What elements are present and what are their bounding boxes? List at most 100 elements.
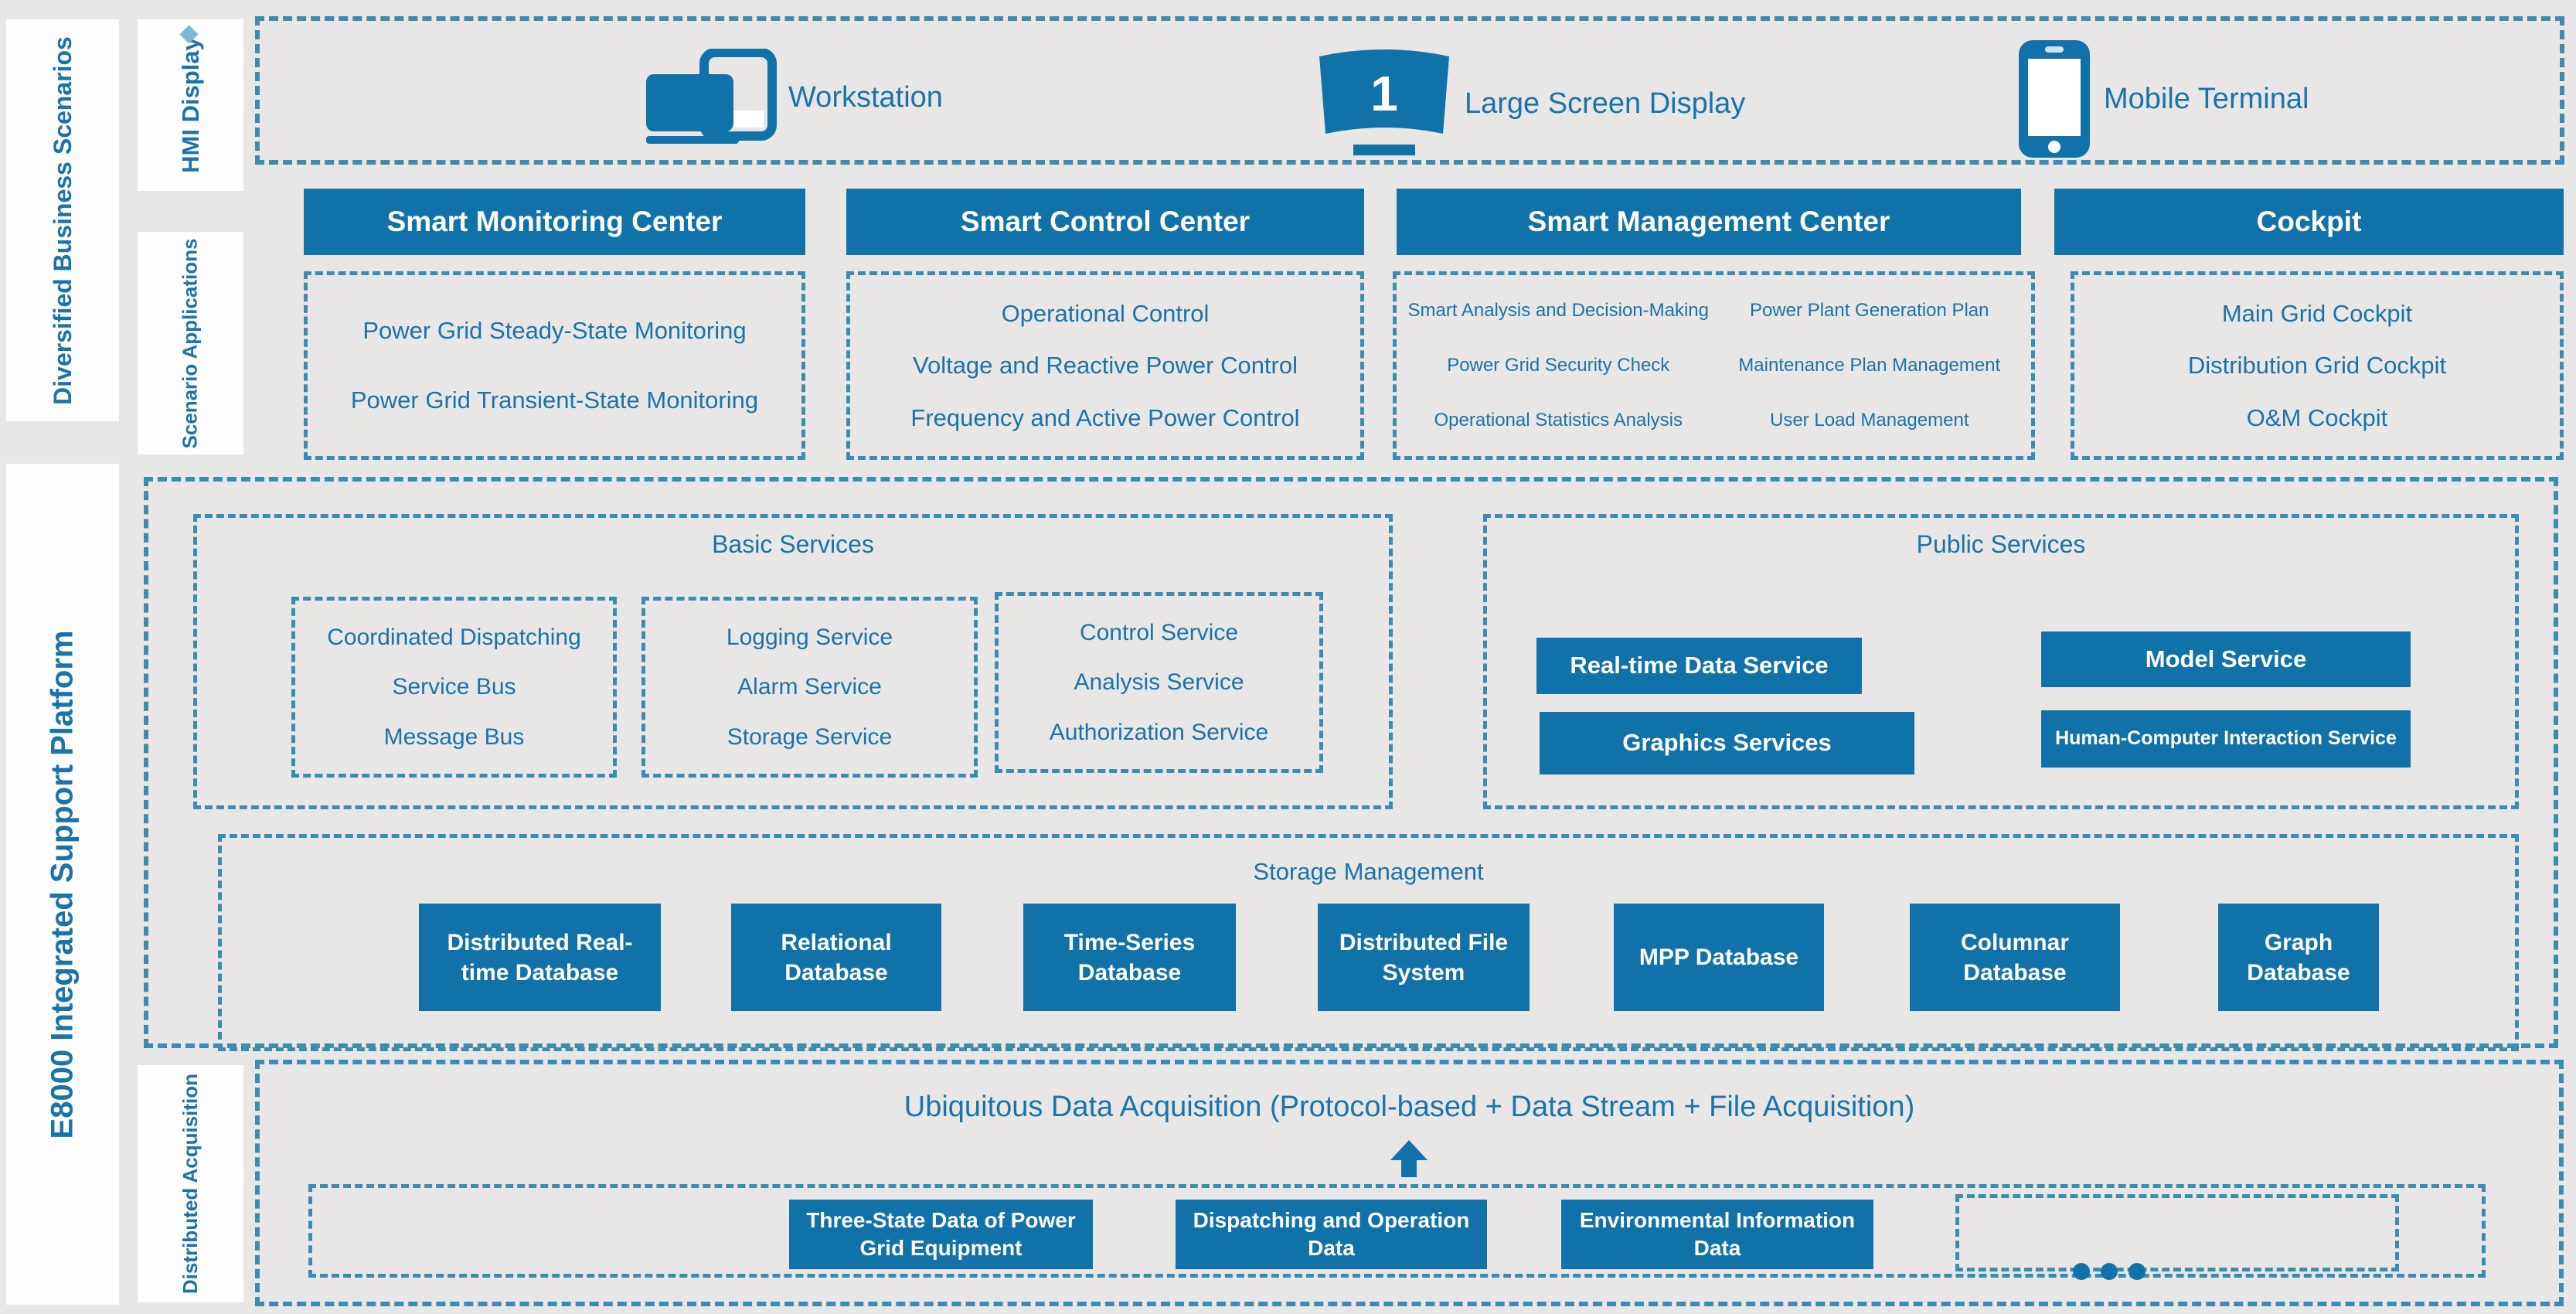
mobile-icon	[2019, 40, 2090, 158]
hmi-display-row: Workstation 1 Large Screen Display Mobil…	[255, 16, 2564, 165]
large-screen-icon: 1	[1319, 49, 1449, 155]
basic-service-item: Storage Service	[727, 723, 893, 750]
data-sources-box: Three-State Data of Power Grid Equipment…	[308, 1184, 2486, 1280]
db-distributed-file-system: Distributed File System	[1318, 904, 1530, 1011]
basic-service-item: Service Bus	[392, 674, 516, 700]
management-item: Power Grid Security Check	[1447, 354, 1670, 376]
basic-service-item: Message Bus	[383, 723, 525, 750]
side-rail-scenario-strip: Scenario Applications	[138, 232, 243, 454]
graphics-services-button: Graphics Services	[1540, 712, 1914, 774]
db-mpp: MPP Database	[1614, 904, 1824, 1011]
left-rail-business-strip: Diversified Business Scenarios	[6, 19, 119, 421]
management-items-box: Smart Analysis and Decision-Making Power…	[1393, 271, 2035, 460]
basic-service-item: Authorization Service	[1049, 719, 1269, 745]
public-services-title: Public Services	[1916, 530, 2086, 558]
source-environmental-data: Environmental Information Data	[1561, 1200, 1873, 1269]
source-three-state-data: Three-State Data of Power Grid Equipment	[789, 1200, 1093, 1269]
side-rail-hmi-strip: HMI Display	[138, 19, 243, 191]
source-dispatching-data: Dispatching and Operation Data	[1176, 1200, 1487, 1269]
basic-service-item: Control Service	[1079, 619, 1239, 645]
db-label: Graph Database	[2247, 929, 2350, 986]
scenario-applications-label: Scenario Applications	[179, 237, 202, 449]
header-smart-monitoring-center: Smart Monitoring Center	[304, 189, 805, 255]
control-item: Frequency and Active Power Control	[910, 403, 1300, 431]
basic-service-item: Coordinated Dispatching	[327, 624, 581, 650]
basic-service-item: Alarm Service	[737, 674, 882, 700]
screen-digit: 1	[1370, 66, 1398, 121]
source-more-box	[1955, 1194, 2399, 1280]
workstation-group: Workstation	[645, 49, 943, 146]
cockpit-item: Distribution Grid Cockpit	[2187, 352, 2447, 379]
model-service-button: Model Service	[2041, 631, 2411, 687]
side-rail-acquisition-strip: Distributed Acquisition	[138, 1065, 243, 1302]
management-item: Smart Analysis and Decision-Making	[1407, 299, 1710, 321]
basic-services-group-2: Logging Service Alarm Service Storage Se…	[641, 597, 978, 778]
db-label: Columnar Database	[1960, 929, 2069, 986]
db-label: Distributed File System	[1339, 929, 1509, 986]
data-acquisition-box: Ubiquitous Data Acquisition (Protocol-ba…	[255, 1060, 2564, 1306]
left-rail-platform-strip: E8000 Integrated Support Platform	[6, 464, 119, 1305]
management-item: User Load Management	[1770, 410, 1969, 431]
large-screen-group: 1 Large Screen Display	[1315, 46, 1745, 162]
basic-service-item: Analysis Service	[1074, 669, 1244, 695]
control-item: Operational Control	[1001, 299, 1210, 327]
control-items-box: Operational Control Voltage and Reactive…	[846, 271, 1364, 460]
monitoring-items-box: Power Grid Steady-State Monitoring Power…	[304, 271, 805, 460]
mobile-terminal-group: Mobile Terminal	[2016, 38, 2309, 160]
basic-services-box: Basic Services Coordinated Dispatching S…	[193, 514, 1393, 809]
header-smart-control-center: Smart Control Center	[846, 189, 1364, 255]
ellipsis-dots-icon	[2072, 1263, 2146, 1280]
graphics-services-label: Graphics Services	[1622, 729, 1832, 757]
cockpit-title: Cockpit	[2256, 206, 2362, 237]
up-arrow-icon	[1390, 1140, 1428, 1177]
db-label: Distributed Real-time Database	[447, 929, 633, 986]
platform-label: E8000 Integrated Support Platform	[45, 630, 80, 1139]
management-item: Operational Statistics Analysis	[1434, 410, 1683, 431]
public-services-box: Public Services Real-time Data Service M…	[1483, 514, 2519, 809]
basic-services-group-3: Control Service Analysis Service Authori…	[995, 592, 1323, 773]
management-item: Maintenance Plan Management	[1738, 354, 2001, 376]
db-graph: Graph Database	[2218, 904, 2379, 1011]
header-smart-management-center: Smart Management Center	[1397, 189, 2021, 255]
smart-control-title: Smart Control Center	[960, 206, 1251, 237]
cockpit-item: Main Grid Cockpit	[2221, 299, 2413, 327]
basic-service-item: Logging Service	[726, 624, 893, 650]
business-scenarios-label: Diversified Business Scenarios	[48, 36, 77, 405]
source-label: Three-State Data of Power Grid Equipment	[806, 1207, 1076, 1260]
db-time-series: Time-Series Database	[1023, 904, 1236, 1011]
header-cockpit: Cockpit	[2054, 189, 2564, 255]
monitoring-item: Power Grid Steady-State Monitoring	[362, 317, 747, 344]
storage-management-box: Storage Management Distributed Real-time…	[218, 834, 2519, 1051]
management-item: Power Plant Generation Plan	[1749, 299, 1989, 321]
db-relational: Relational Database	[731, 904, 941, 1011]
cockpit-item: O&M Cockpit	[2246, 403, 2388, 431]
model-service-label: Model Service	[2145, 645, 2307, 672]
cockpit-items-box: Main Grid Cockpit Distribution Grid Cock…	[2071, 271, 2564, 460]
db-label: MPP Database	[1638, 945, 1799, 970]
realtime-data-service-button: Real-time Data Service	[1536, 638, 1862, 694]
distributed-acquisition-label: Distributed Acquisition	[179, 1073, 202, 1295]
db-label: Relational Database	[781, 929, 892, 986]
storage-management-title: Storage Management	[1253, 858, 1484, 885]
hci-service-label: Human-Computer Interaction Service	[2055, 727, 2397, 750]
workstation-label: Workstation	[788, 80, 943, 114]
basic-services-group-1: Coordinated Dispatching Service Bus Mess…	[291, 597, 617, 778]
db-columnar: Columnar Database	[1910, 904, 2120, 1011]
basic-services-title: Basic Services	[712, 530, 874, 558]
db-label: Time-Series Database	[1063, 929, 1196, 986]
db-distributed-realtime: Distributed Real-time Database	[419, 904, 661, 1011]
hmi-display-label: HMI Display	[176, 37, 204, 173]
source-label: Environmental Information Data	[1579, 1207, 1856, 1260]
realtime-data-service-label: Real-time Data Service	[1570, 652, 1829, 679]
monitoring-item: Power Grid Transient-State Monitoring	[350, 386, 759, 414]
hci-service-button: Human-Computer Interaction Service	[2041, 710, 2411, 768]
platform-container: Basic Services Coordinated Dispatching S…	[144, 477, 2558, 1051]
smart-monitoring-title: Smart Monitoring Center	[386, 206, 723, 237]
smart-management-title: Smart Management Center	[1527, 206, 1890, 237]
data-acquisition-title: Ubiquitous Data Acquisition (Protocol-ba…	[903, 1091, 1915, 1123]
source-label: Dispatching and Operation Data	[1193, 1207, 1470, 1260]
workstation-icon	[646, 49, 777, 144]
control-item: Voltage and Reactive Power Control	[912, 352, 1298, 379]
mobile-terminal-label: Mobile Terminal	[2104, 82, 2309, 115]
